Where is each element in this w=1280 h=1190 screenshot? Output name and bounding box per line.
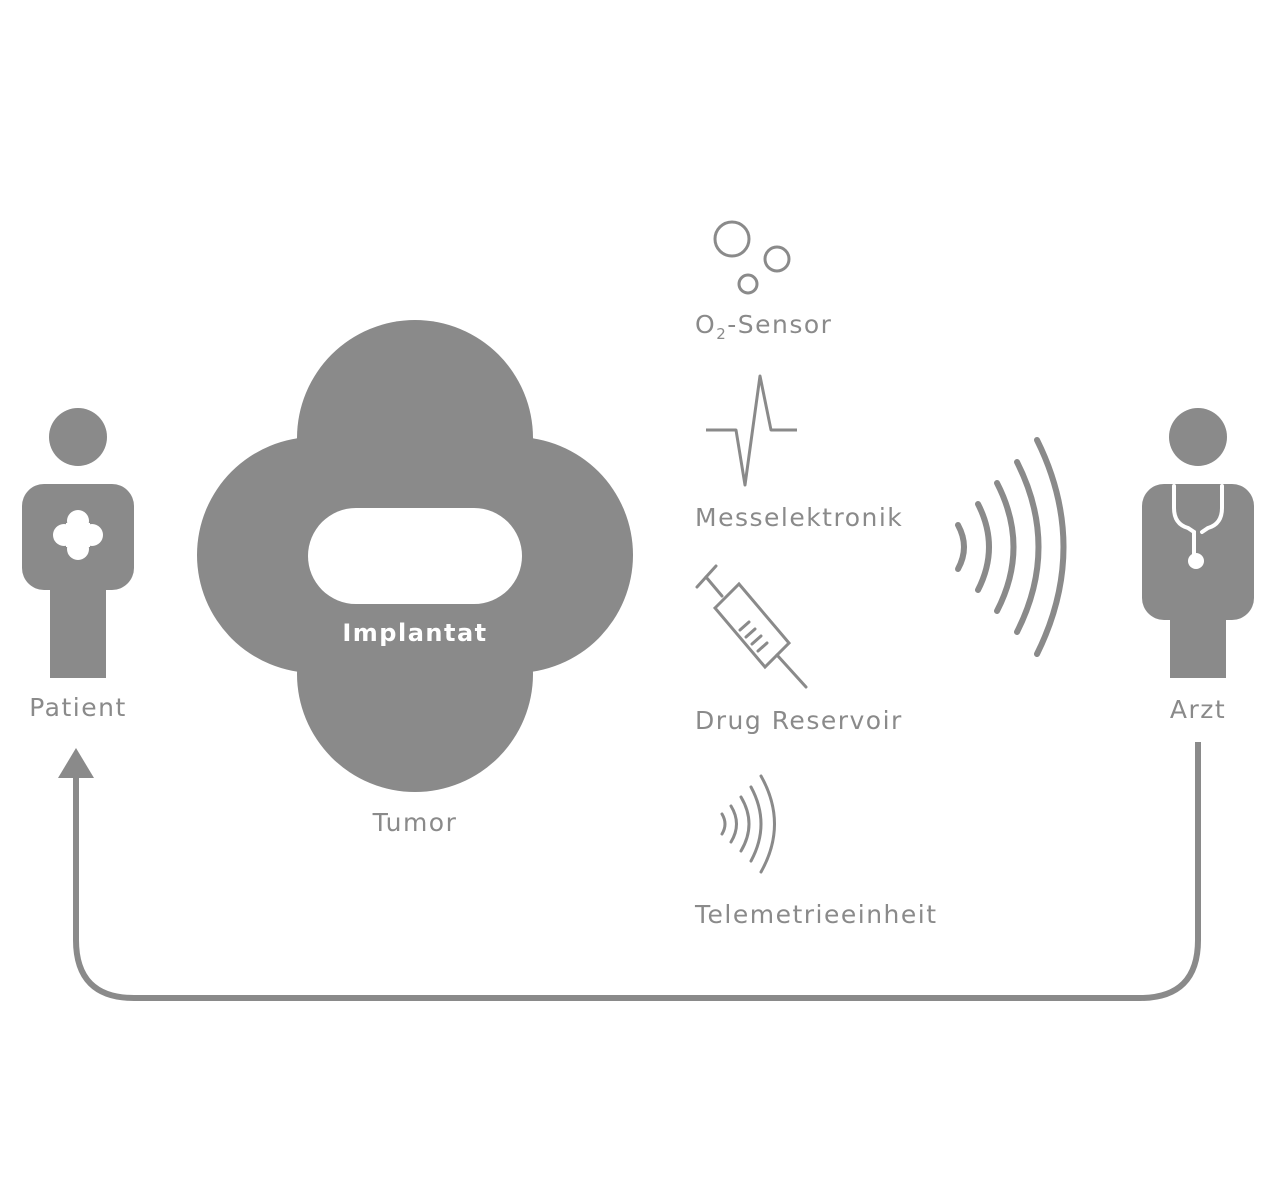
waveform-icon <box>706 374 797 487</box>
implant-icon <box>308 508 522 604</box>
o2-sensor-label: O2-Sensor <box>695 310 832 343</box>
arzt-label: Arzt <box>1170 695 1226 724</box>
tumor-label: Tumor <box>372 808 458 837</box>
telemetrieeinheit-label: Telemetrieeinheit <box>694 900 938 929</box>
messelektronik-label: Messelektronik <box>695 503 903 532</box>
transmission-waves-icon <box>955 437 1067 657</box>
drug-reservoir-label: Drug Reservoir <box>695 706 903 735</box>
syringe-icon <box>695 564 808 689</box>
tumor-mini-icon <box>53 510 103 560</box>
implantat-label: Implantat <box>342 619 487 647</box>
signal-waves-icon <box>720 774 776 874</box>
person-icon <box>22 408 134 678</box>
bubbles-icon <box>713 220 791 295</box>
feedback-arrow-icon <box>58 742 1201 1001</box>
patient-label: Patient <box>29 693 127 722</box>
doctor-icon <box>1142 408 1254 678</box>
stethoscope-icon <box>1172 484 1224 569</box>
